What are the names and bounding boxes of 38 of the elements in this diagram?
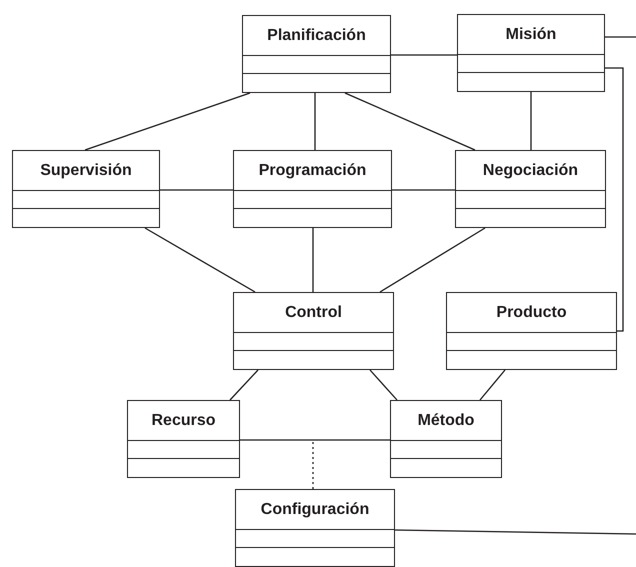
association-line	[314, 93, 316, 150]
association-line	[605, 36, 636, 38]
association-line	[312, 228, 314, 292]
class-box	[390, 400, 502, 478]
association-line	[530, 92, 532, 150]
class-box	[233, 150, 392, 228]
class-box	[127, 400, 240, 478]
association-line	[240, 439, 390, 441]
class-name: Programación	[258, 162, 366, 180]
class-box	[235, 489, 395, 567]
class-name: Configuración	[260, 500, 370, 518]
class-box	[233, 292, 394, 370]
dashed-line	[312, 442, 314, 489]
association-line	[391, 54, 457, 56]
class-box	[12, 150, 160, 228]
association-line	[392, 189, 455, 191]
class-name: Planificación	[267, 26, 366, 44]
association-line	[380, 227, 486, 293]
association-line	[144, 227, 256, 293]
class-name: Supervisión	[40, 162, 132, 180]
class-name: Control	[285, 304, 342, 322]
association-line	[344, 92, 476, 151]
class-box	[446, 292, 617, 370]
class-box	[242, 15, 391, 93]
association-line	[230, 370, 258, 400]
class-name: Recurso	[151, 412, 216, 430]
class-name: Producto	[496, 304, 567, 322]
class-box	[455, 150, 606, 228]
class-box	[457, 14, 605, 92]
class-name: Método	[418, 412, 474, 430]
association-line	[84, 92, 250, 151]
association-line	[394, 529, 636, 535]
association-line	[605, 67, 624, 332]
association-line	[370, 370, 398, 400]
association-line	[160, 189, 233, 191]
association-line	[480, 370, 506, 400]
class-name: Misión	[506, 26, 556, 44]
class-name: Negociación	[482, 162, 578, 180]
